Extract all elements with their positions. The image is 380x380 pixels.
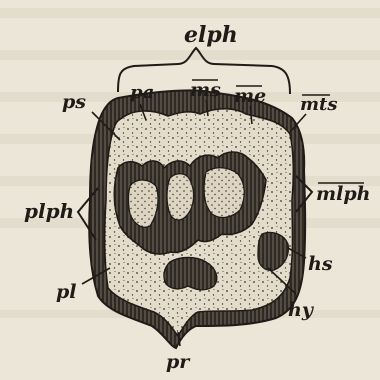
islet-right bbox=[204, 168, 244, 218]
label-pl: pl bbox=[56, 281, 77, 303]
label-hs: hs bbox=[308, 253, 333, 275]
label-mlph-group: mlph bbox=[316, 183, 370, 205]
label-plph: plph bbox=[24, 199, 74, 223]
label-me-group: me bbox=[234, 85, 266, 107]
label-mts: mts bbox=[300, 94, 338, 115]
label-pa: pa bbox=[130, 82, 154, 103]
label-elph: elph bbox=[184, 22, 238, 48]
label-ms: ms bbox=[190, 79, 221, 101]
label-pr: pr bbox=[166, 351, 191, 373]
label-hy: hy bbox=[288, 299, 315, 321]
label-ps: ps bbox=[62, 91, 86, 113]
label-mlph: mlph bbox=[316, 183, 370, 205]
label-me: me bbox=[234, 85, 266, 107]
islet-left bbox=[129, 180, 159, 227]
label-ms-group: ms bbox=[190, 79, 221, 101]
label-mts-group: mts bbox=[300, 94, 338, 115]
